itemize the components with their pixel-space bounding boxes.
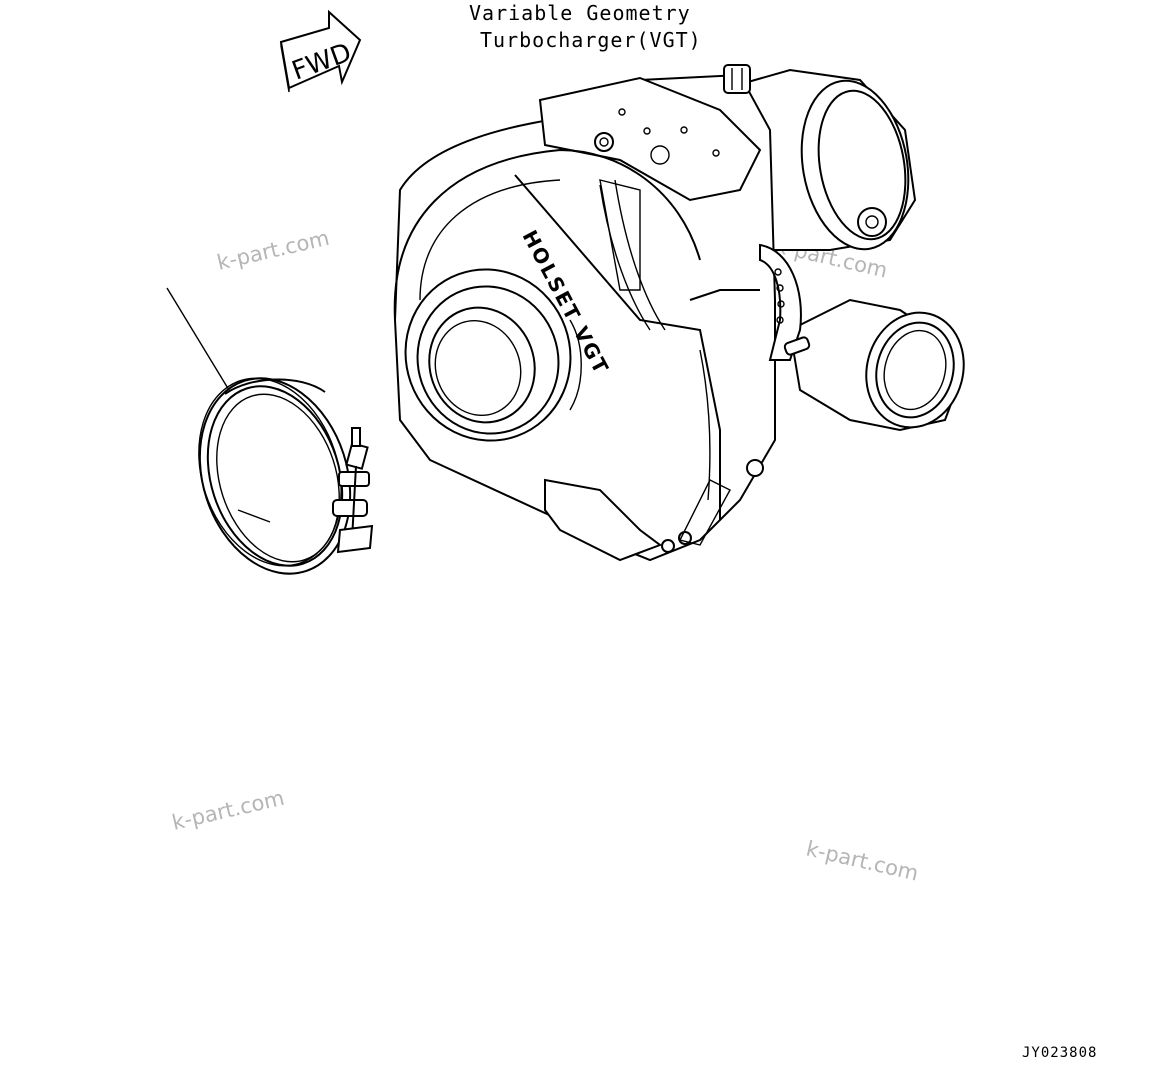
fwd-arrow-icon: FWD <box>279 9 362 93</box>
v-band-clamp <box>198 377 374 575</box>
drawing-code: JY023808 <box>1022 1045 1097 1061</box>
turbocharger: HOLSET VGT <box>393 64 965 562</box>
watermark-1: k-part.com <box>215 226 332 275</box>
watermark-4: k-part.com <box>804 836 921 885</box>
diagram-title-line2: Turbocharger(VGT) <box>480 28 702 52</box>
leader-line <box>166 287 233 396</box>
diagram-title-line1: Variable Geometry <box>469 1 691 25</box>
watermark-3: k-part.com <box>170 786 287 835</box>
